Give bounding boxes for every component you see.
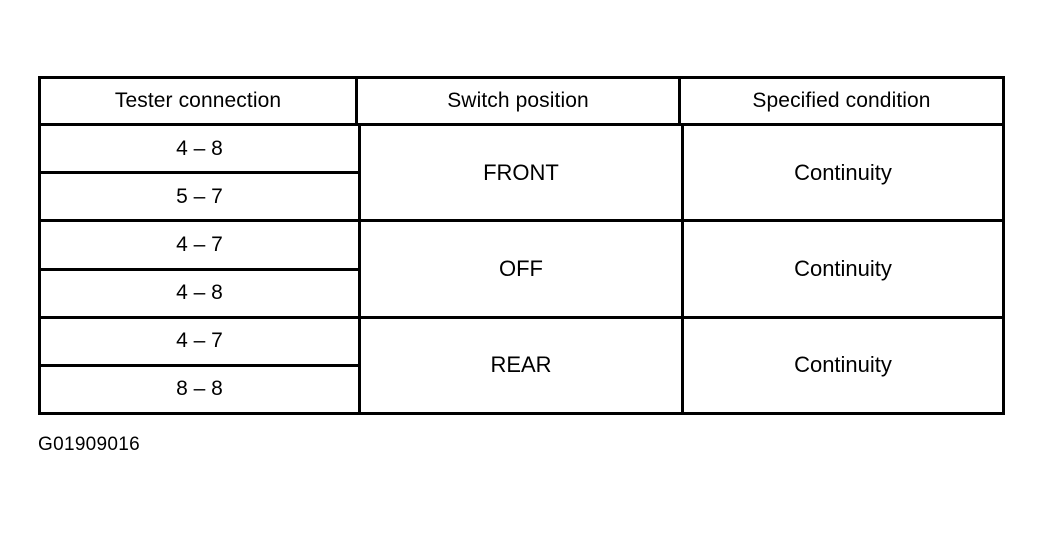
table-body: 4 – 8 5 – 7 FRONT Continuity 4 – 7 4 – 8… [41, 126, 1002, 412]
tester-connection-cell: 4 – 7 8 – 8 [41, 318, 361, 412]
tester-connection-value: 4 – 7 [41, 319, 358, 367]
tester-connection-cell: 4 – 8 5 – 7 [41, 126, 361, 220]
tester-connection-value: 5 – 7 [176, 184, 223, 208]
table-row: 4 – 7 4 – 8 OFF Continuity [41, 222, 1002, 319]
tester-connection-value: 4 – 7 [41, 222, 358, 271]
tester-connection-value: 4 – 8 [41, 126, 358, 175]
table-row: 4 – 7 8 – 8 REAR Continuity [41, 318, 1002, 412]
switch-position-value: OFF [361, 222, 684, 316]
tester-connection-value: 8 – 8 [176, 377, 223, 401]
specified-condition-value: Continuity [794, 352, 892, 378]
column-header-switch-position: Switch position [358, 79, 681, 123]
figure-id-caption: G01909016 [38, 434, 141, 455]
table-header-row: Tester connection Switch position Specif… [41, 79, 1002, 126]
tester-connection-cell: 4 – 7 4 – 8 [41, 222, 361, 316]
specified-condition-value: Continuity [794, 255, 892, 281]
tester-connection-value: 4 – 8 [176, 281, 223, 305]
table-row: 4 – 8 5 – 7 FRONT Continuity [41, 126, 1002, 223]
specification-table: Tester connection Switch position Specif… [38, 76, 1005, 415]
column-header-specified-condition: Specified condition [752, 89, 931, 112]
column-header-tester-connection: Tester connection [41, 79, 358, 123]
specified-condition-value: Continuity [794, 159, 892, 185]
switch-position-value: REAR [361, 318, 684, 412]
switch-position-value: FRONT [361, 126, 684, 220]
